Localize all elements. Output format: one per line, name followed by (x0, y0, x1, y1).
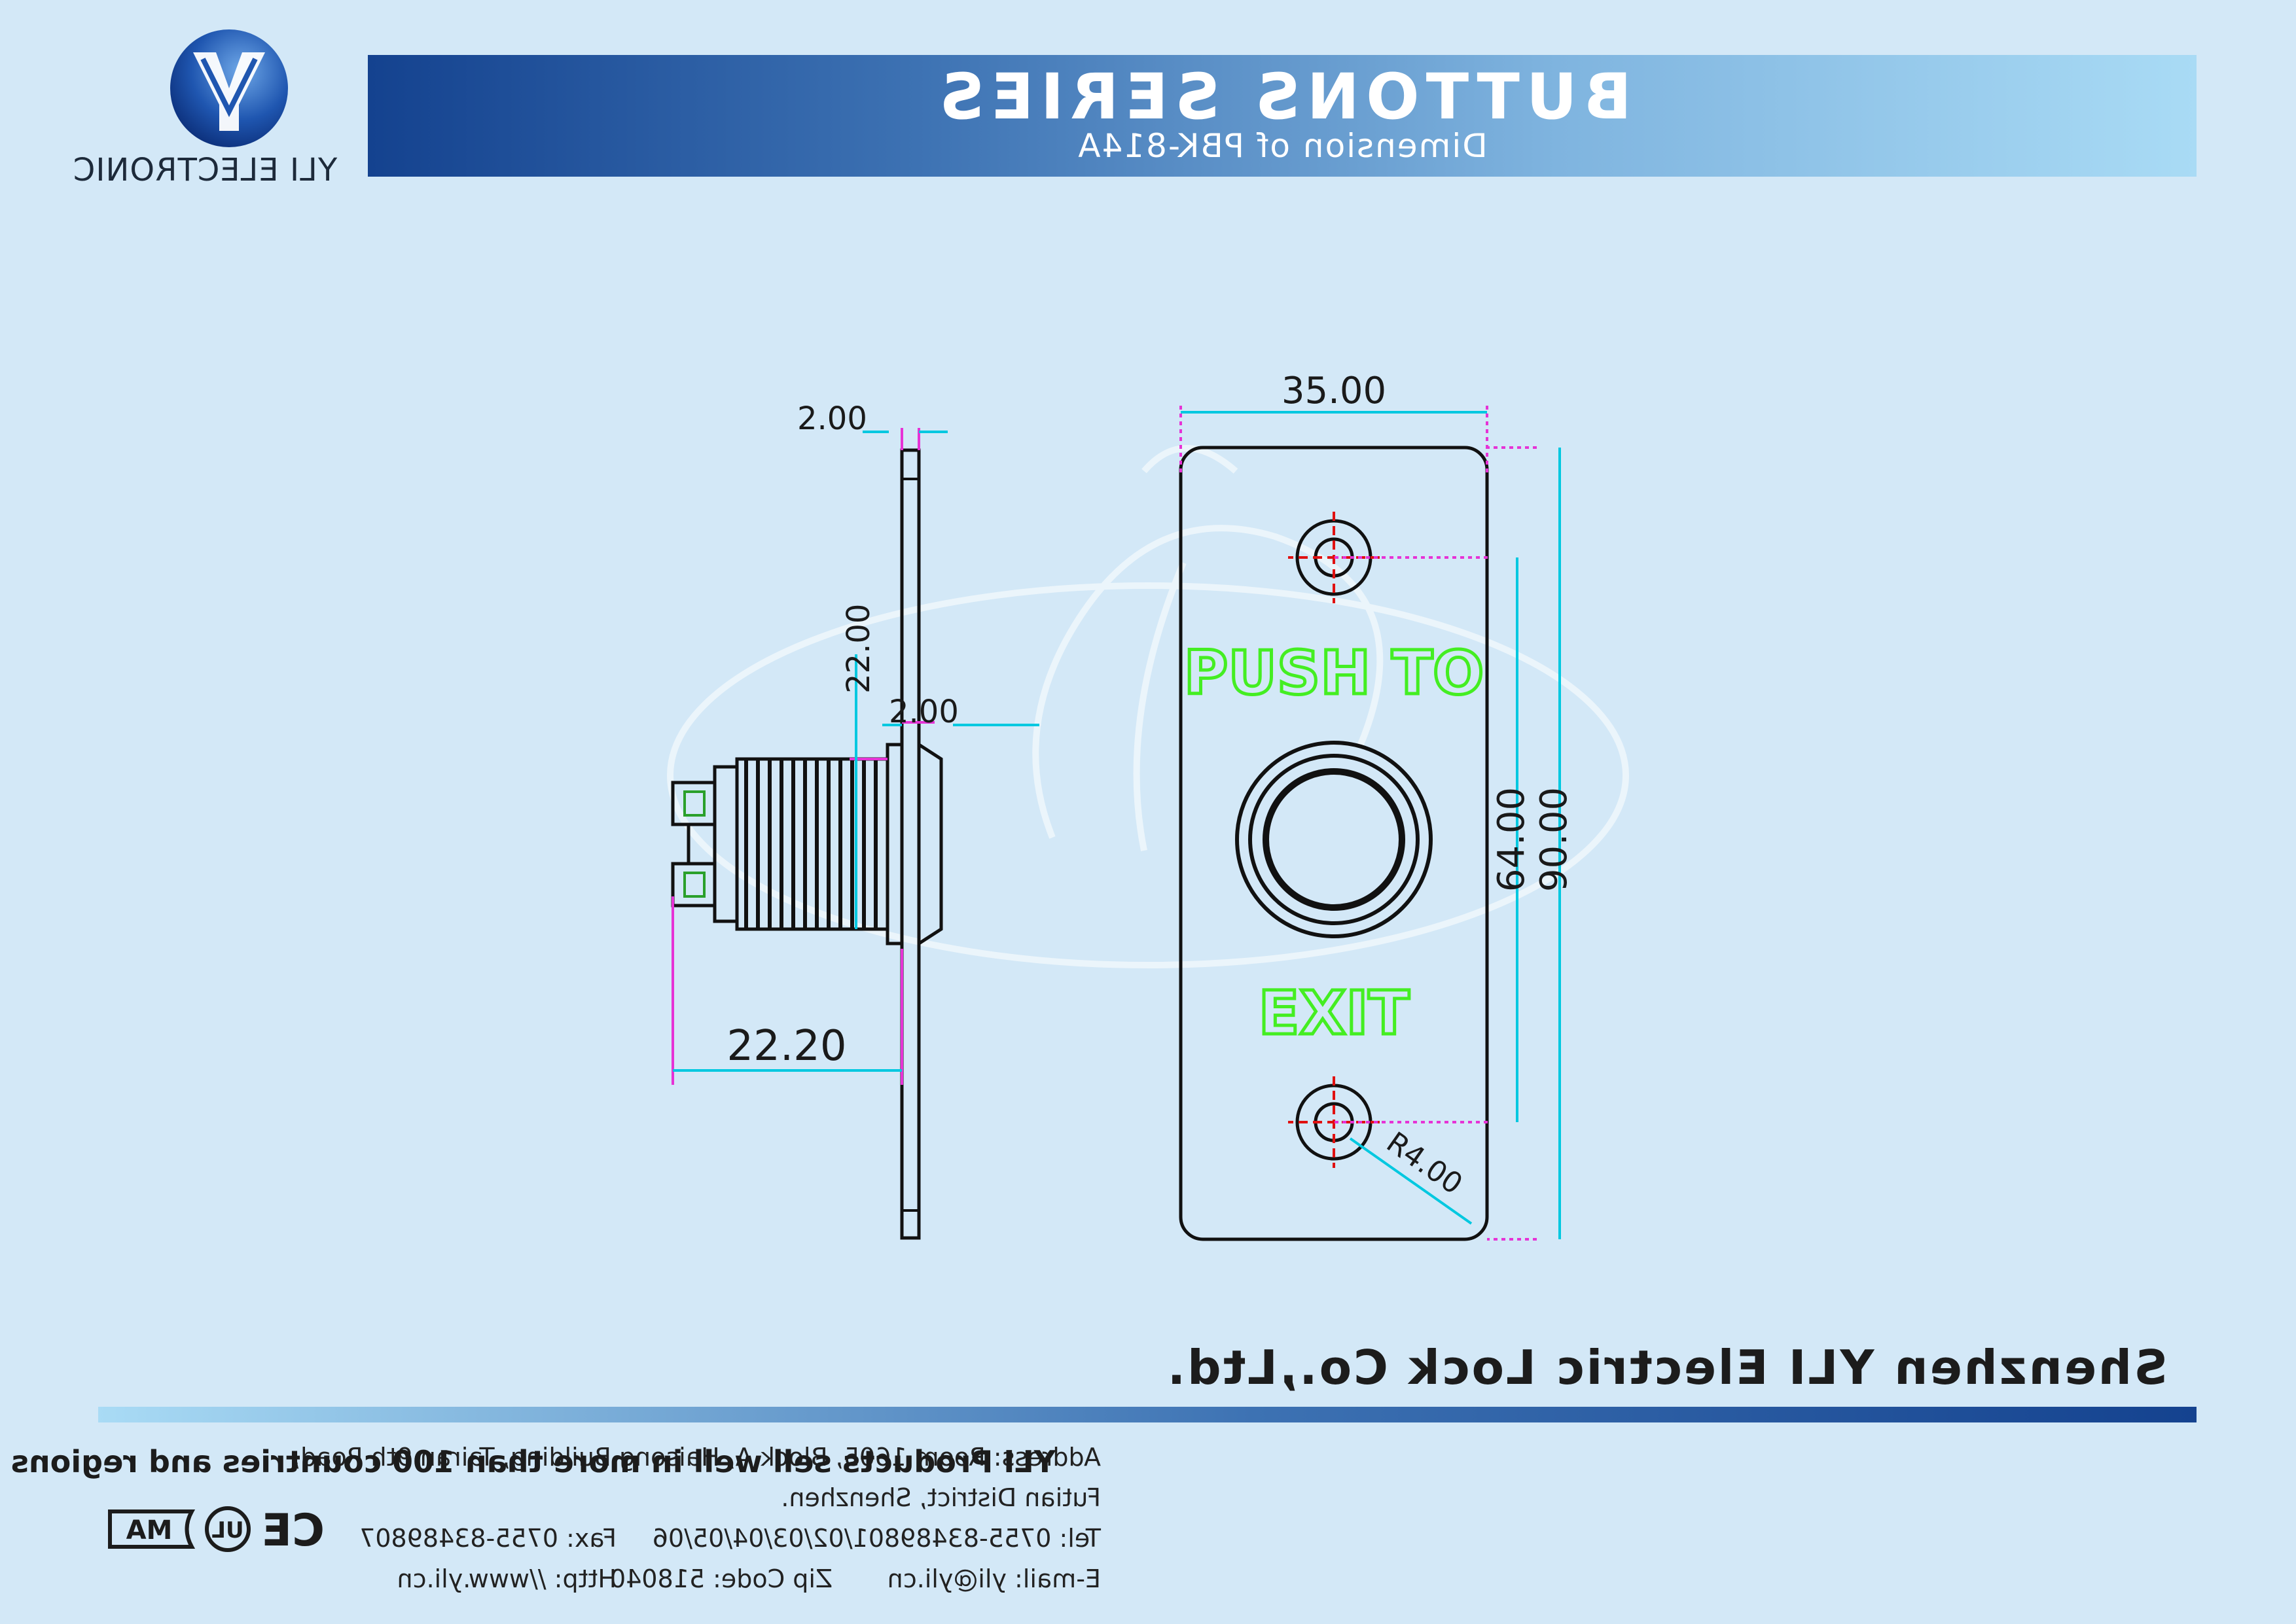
footer-divider (98, 1407, 2197, 1422)
yli-logo (170, 29, 288, 147)
dim-side-offset: 2.00 (889, 694, 959, 730)
dim-front-width: 35.00 (1282, 370, 1386, 412)
slogan: YLI Products sell well in more than 100 … (10, 1444, 1056, 1479)
company-name: Shenzhen YLI Electric Lock Co.,Ltd. (1165, 1340, 2168, 1395)
svg-text:CE: CE (262, 1505, 325, 1553)
label-push-to: PUSH TO (1184, 638, 1484, 708)
label-exit: EXIT (1259, 978, 1410, 1048)
dim-front-height: 90.00 (1533, 787, 1575, 892)
tel: Tel: 0755-83489801/02/03/04/05/06 (652, 1524, 1101, 1553)
dim-side-thickness: 2.00 (797, 400, 867, 437)
ce-icon: CE (262, 1505, 325, 1553)
side-view: 2.00 2.00 22.00 22.20 (671, 400, 1039, 1240)
ul-icon: UL (205, 1506, 251, 1552)
watermark (667, 445, 1629, 968)
svg-text:MA: MA (126, 1515, 173, 1545)
dim-side-length: 22.20 (726, 1022, 846, 1070)
svg-text:UL: UL (211, 1517, 243, 1544)
cma-icon: MA (108, 1509, 196, 1549)
dim-front-hole-spacing: 64.00 (1490, 787, 1533, 892)
email-row: E-mail: yli@yli.cn Zip Code: 518040 Http… (99, 1559, 1101, 1599)
zip: Zip Code: 518040 (609, 1564, 833, 1593)
fax: Fax: 0755-83489807 (359, 1524, 617, 1553)
certification-marks: CE UL MA (108, 1505, 325, 1553)
front-view: PUSH TO EXIT 35.00 64.00 90.00 R4.00 (1179, 370, 1575, 1241)
email: E-mail: yli@yli.cn (887, 1564, 1101, 1593)
website: Http: //www.yli.cn (397, 1564, 617, 1593)
dim-side-thread: 22.00 (840, 604, 877, 694)
